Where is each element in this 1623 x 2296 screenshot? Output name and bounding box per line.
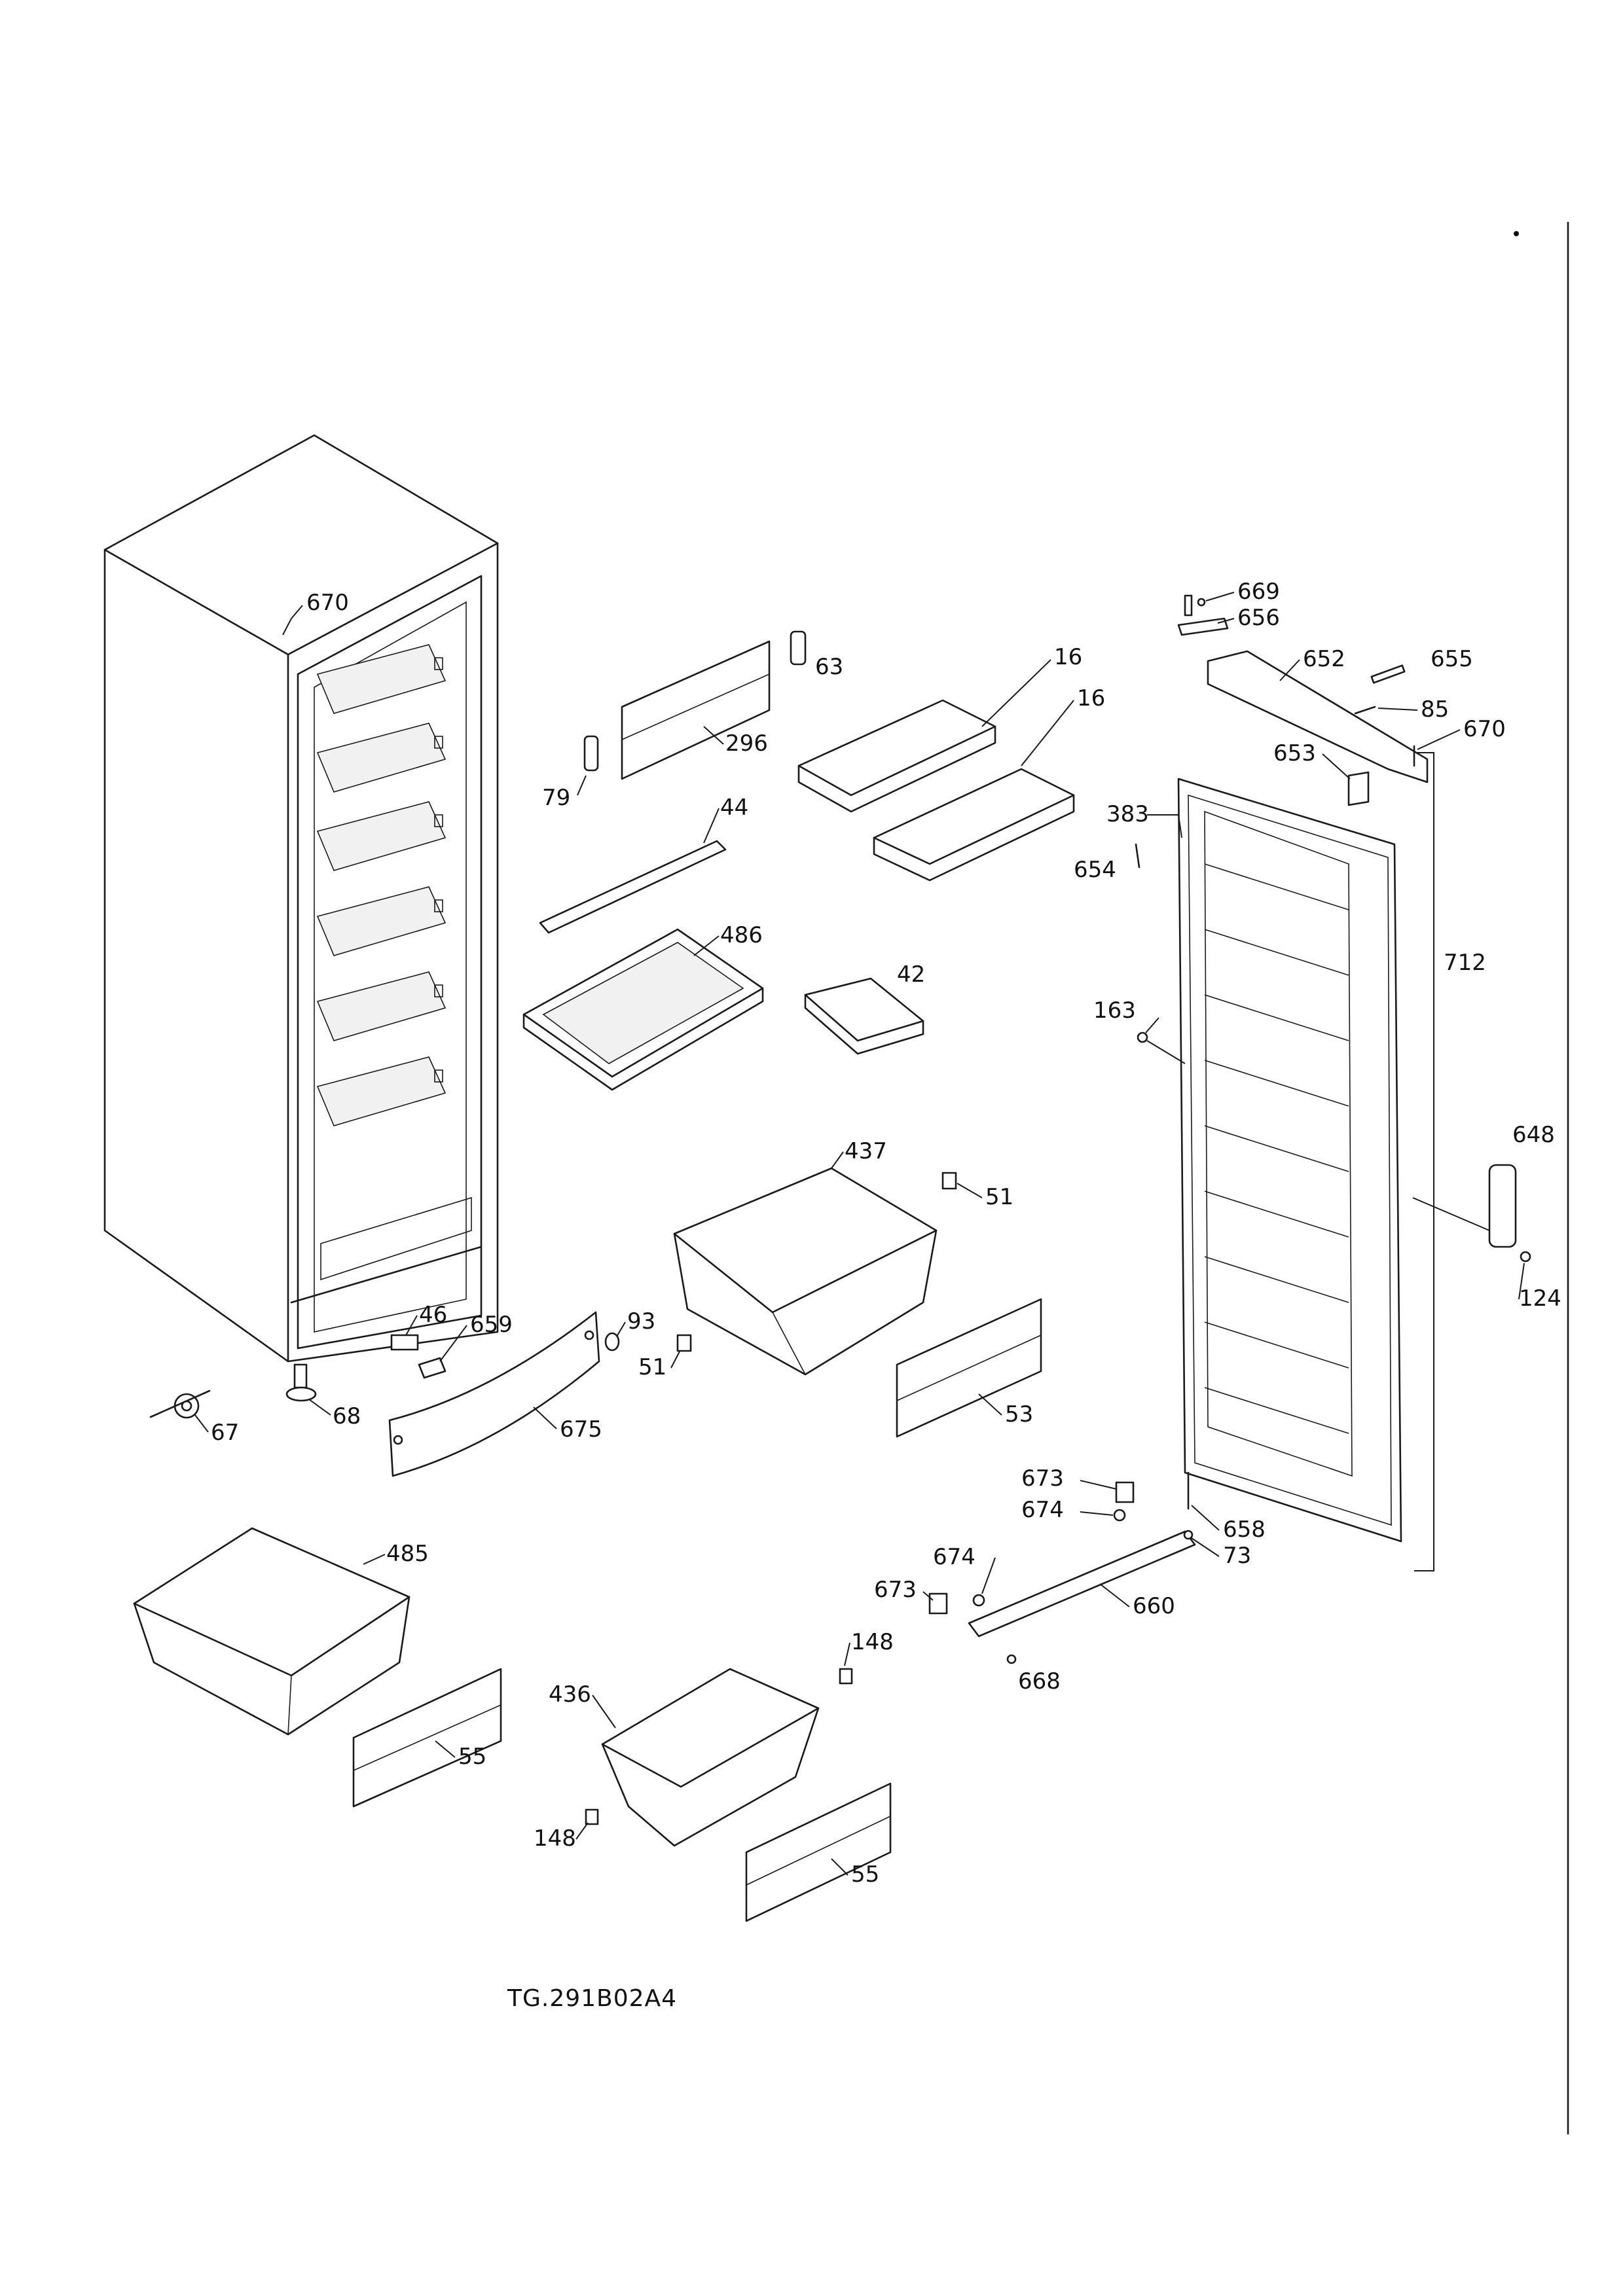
basket-436: 436 bbox=[549, 1668, 820, 1847]
label-670-cabinet: 670 bbox=[282, 590, 349, 636]
washer-73: 73 bbox=[1183, 1530, 1251, 1569]
caster-67: 67 bbox=[149, 1390, 239, 1446]
bracket-712: 712 bbox=[1414, 752, 1486, 1571]
part-label: 55 bbox=[851, 1861, 879, 1888]
hinge-bar-660: 660 bbox=[968, 1530, 1196, 1638]
part-label: 79 bbox=[542, 785, 570, 811]
screw-124: 124 bbox=[1518, 1251, 1561, 1312]
trim-655: 655 bbox=[1370, 646, 1473, 684]
part-label: 68 bbox=[333, 1403, 361, 1429]
hinge-bush-673-bottom: 673 bbox=[874, 1577, 948, 1615]
door-383: 383 bbox=[1106, 778, 1402, 1543]
cabinet-shelves bbox=[316, 644, 472, 1281]
part-label: 712 bbox=[1444, 950, 1486, 976]
part-label: 53 bbox=[1005, 1401, 1033, 1427]
tray-486: 486 bbox=[522, 922, 764, 1091]
hinge-bush-674-top: 674 bbox=[1021, 1497, 1126, 1523]
basket-front-55-right: 55 bbox=[745, 1782, 892, 1922]
plug-163: 163 bbox=[1093, 997, 1186, 1064]
basket-front-53: 53 bbox=[896, 1298, 1042, 1438]
cold-packs-16: 16 16 bbox=[797, 644, 1105, 882]
basket-front-55-left: 55 bbox=[352, 1668, 502, 1808]
part-label: 674 bbox=[1021, 1497, 1064, 1523]
hinge-bush-673-top: 673 bbox=[1021, 1465, 1135, 1503]
part-label: 124 bbox=[1519, 1285, 1561, 1312]
part-label: 485 bbox=[386, 1541, 429, 1567]
part-label: 148 bbox=[851, 1629, 894, 1655]
part-label: 437 bbox=[845, 1138, 887, 1164]
part-label: 673 bbox=[874, 1577, 917, 1603]
part-label: 653 bbox=[1273, 740, 1316, 766]
clip-659: 659 bbox=[418, 1312, 513, 1379]
plug-93: 93 bbox=[604, 1308, 655, 1352]
part-label: 63 bbox=[815, 654, 843, 680]
part-label: 652 bbox=[1303, 646, 1345, 672]
screw-668: 668 bbox=[1006, 1654, 1061, 1695]
part-label: 654 bbox=[1074, 857, 1116, 883]
part-label: 296 bbox=[725, 730, 768, 757]
door-panel-ribs bbox=[1204, 863, 1349, 1434]
part-label: 670 bbox=[1463, 716, 1506, 742]
kick-panel-675: 675 bbox=[388, 1311, 602, 1477]
part-label: 674 bbox=[933, 1544, 976, 1570]
part-label: 648 bbox=[1512, 1122, 1555, 1148]
shelf-front-296: 296 bbox=[621, 640, 771, 780]
screw-670-door: 670 bbox=[1413, 716, 1506, 767]
part-label: 73 bbox=[1223, 1543, 1251, 1569]
part-label: 660 bbox=[1133, 1593, 1175, 1619]
handle-648: 648 bbox=[1412, 1122, 1555, 1248]
part-label: 55 bbox=[458, 1744, 486, 1770]
part-label: 93 bbox=[627, 1308, 655, 1335]
top-hinge-cover-652: 652 bbox=[1207, 646, 1429, 783]
part-label: 51 bbox=[638, 1354, 666, 1380]
rod-44: 44 bbox=[539, 795, 748, 934]
hinge-656: 656 bbox=[1177, 605, 1280, 636]
part-label: 655 bbox=[1431, 646, 1473, 672]
part-label: 51 bbox=[985, 1184, 1013, 1210]
part-label: 148 bbox=[534, 1825, 576, 1852]
hinge-bush-674-bottom: 674 bbox=[933, 1544, 996, 1607]
cabinet bbox=[103, 434, 499, 1363]
pin-654: 654 bbox=[1074, 843, 1140, 883]
clip-63: 63 bbox=[790, 630, 843, 680]
bracket-653: 653 bbox=[1273, 740, 1370, 806]
clip-51-right: 51 bbox=[941, 1172, 1013, 1210]
part-label: 656 bbox=[1237, 605, 1280, 631]
part-label: 44 bbox=[720, 795, 748, 821]
part-label: 670 bbox=[306, 590, 349, 616]
speck-mark bbox=[1514, 231, 1519, 236]
part-label: 383 bbox=[1106, 801, 1149, 827]
part-label: 16 bbox=[1054, 644, 1082, 670]
part-label: 85 bbox=[1421, 696, 1449, 723]
ice-tray-42: 42 bbox=[804, 961, 925, 1055]
clip-79: 79 bbox=[542, 735, 599, 811]
part-label: 486 bbox=[720, 922, 763, 948]
part-label: 659 bbox=[470, 1312, 513, 1338]
clip-148-right: 148 bbox=[839, 1629, 894, 1685]
part-label: 658 bbox=[1223, 1516, 1266, 1543]
part-label: 46 bbox=[419, 1302, 447, 1328]
part-label: 67 bbox=[211, 1420, 239, 1446]
basket-485: 485 bbox=[133, 1527, 429, 1736]
screw-669: 669 bbox=[1184, 579, 1280, 617]
part-label: 668 bbox=[1018, 1668, 1061, 1695]
part-label: 675 bbox=[560, 1416, 602, 1443]
basket-437: 437 bbox=[673, 1138, 938, 1376]
drawing-code: TG.291B02A4 bbox=[507, 1985, 677, 2012]
screw-85: 85 bbox=[1354, 696, 1449, 723]
clip-46: 46 bbox=[390, 1302, 447, 1351]
clip-148-left: 148 bbox=[534, 1808, 599, 1852]
part-label: 16 bbox=[1077, 685, 1105, 711]
part-label: 42 bbox=[897, 961, 925, 988]
foot-68: 68 bbox=[285, 1363, 361, 1429]
part-label: 436 bbox=[549, 1681, 591, 1708]
part-label: 669 bbox=[1237, 579, 1280, 605]
rail-marks bbox=[434, 657, 443, 1083]
clip-51-left: 51 bbox=[638, 1334, 692, 1380]
pin-658: 658 bbox=[1187, 1471, 1266, 1543]
part-label: 163 bbox=[1093, 997, 1136, 1024]
part-label: 673 bbox=[1021, 1465, 1064, 1492]
